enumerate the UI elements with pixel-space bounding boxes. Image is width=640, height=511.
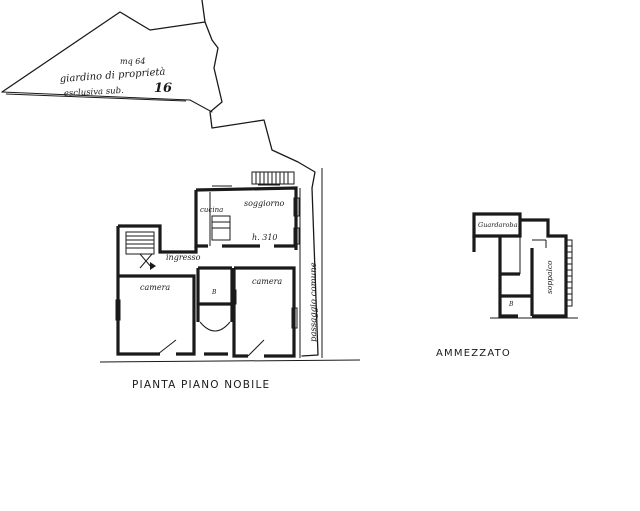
balcony-railing-top <box>251 171 295 185</box>
mezzanine-railing <box>565 239 573 307</box>
room-label-bagno: B <box>211 289 217 296</box>
mezzanine-plan <box>472 212 578 319</box>
mezzanine-label-bagno: B <box>508 301 514 308</box>
passage-label: passaggio comune <box>309 262 319 342</box>
room-label-soggiorno: soggiorno <box>244 199 285 208</box>
room-label-cucina: cucina <box>200 206 223 214</box>
room-height-label: h. 310 <box>252 233 278 242</box>
room-label-camera-right: camera <box>252 277 282 286</box>
mezzanine-title: AMMEZZATO <box>436 348 511 359</box>
garden-area-label: mq 64 <box>120 57 145 66</box>
stairs <box>125 231 156 270</box>
garden-boundary <box>1 0 319 357</box>
mezzanine-label-soppalco: soppalco <box>545 260 554 294</box>
main-plan <box>99 168 361 363</box>
garden-sub-number: 16 <box>154 81 172 96</box>
garden-ownership-label: esclusiva sub. <box>64 86 124 99</box>
room-label-camera-left: camera <box>140 283 170 292</box>
room-label-ingresso: ingresso <box>166 253 201 262</box>
garden-label: giardino di proprietà <box>59 67 165 85</box>
mezzanine-label-guardaroba: Guardaroba <box>478 221 518 229</box>
main-plan-title: PIANTA PIANO NOBILE <box>132 379 270 391</box>
